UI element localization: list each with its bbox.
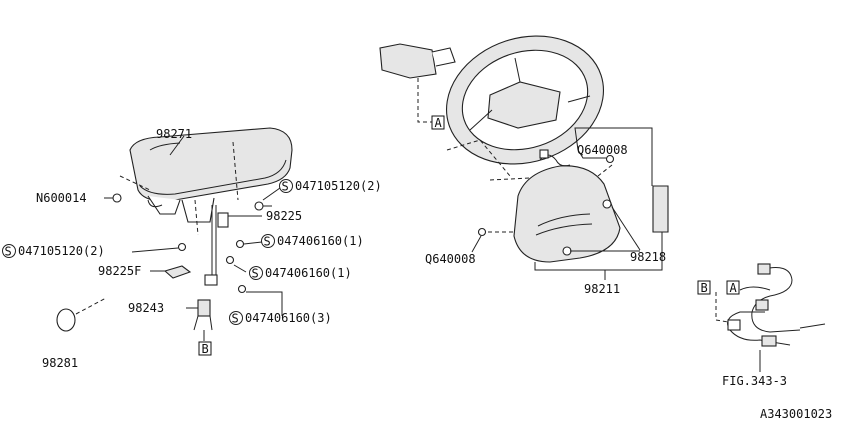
box-b-left <box>198 341 212 356</box>
box-a-right-text: A <box>730 281 738 295</box>
box-a-top-text: A <box>435 116 443 130</box>
s-mark-1a-text: S <box>264 235 271 249</box>
s-mark-1b-text: S <box>252 267 259 281</box>
s-mark-1a <box>261 234 275 248</box>
callout-98218: 98218 <box>630 250 666 264</box>
s-mark-upper-text: S <box>282 180 289 194</box>
callout-047105120-lower: 047105120(2) <box>18 244 105 258</box>
callout-047406160-1b: 047406160(1) <box>265 266 352 280</box>
steering-wheel-drawing <box>379 35 669 263</box>
callout-98271: 98271 <box>156 127 192 141</box>
s-mark-lower <box>2 244 16 258</box>
s-mark-lower-text: S <box>5 245 12 259</box>
callout-98211: 98211 <box>584 282 620 296</box>
callout-fig-ref: FIG.343-3 <box>722 374 787 388</box>
callout-labels: 98271 N600014 S 047105120(2) 98225 S 047… <box>2 115 832 421</box>
leader-lines-left <box>104 135 283 341</box>
s-mark-3 <box>229 311 243 325</box>
drawing-id: A343001023 <box>760 407 832 421</box>
callout-q640008-lower: Q640008 <box>425 252 476 266</box>
box-b-left-text: B <box>202 342 209 356</box>
callout-q640008-upper: Q640008 <box>577 143 628 157</box>
box-b-right <box>697 280 711 295</box>
box-b-right-text: B <box>701 281 708 295</box>
s-mark-3-text: S <box>232 312 239 326</box>
callout-98281: 98281 <box>42 356 78 370</box>
box-a-top <box>431 115 445 130</box>
harness-drawing <box>715 263 826 372</box>
callout-047105120-upper: 047105120(2) <box>295 179 382 193</box>
leader-lines-right <box>471 127 663 280</box>
s-mark-1b <box>249 266 263 280</box>
callout-98225f: 98225F <box>98 264 141 278</box>
callout-98225: 98225 <box>266 209 302 223</box>
callout-n600014: N600014 <box>36 191 87 205</box>
box-a-right <box>726 280 740 295</box>
callout-047406160-3: 047406160(3) <box>245 311 332 325</box>
callout-047406160-1a: 047406160(1) <box>277 234 364 248</box>
callout-98243: 98243 <box>128 301 164 315</box>
airbag-module-drawing <box>56 127 293 332</box>
s-mark-upper <box>279 179 293 193</box>
